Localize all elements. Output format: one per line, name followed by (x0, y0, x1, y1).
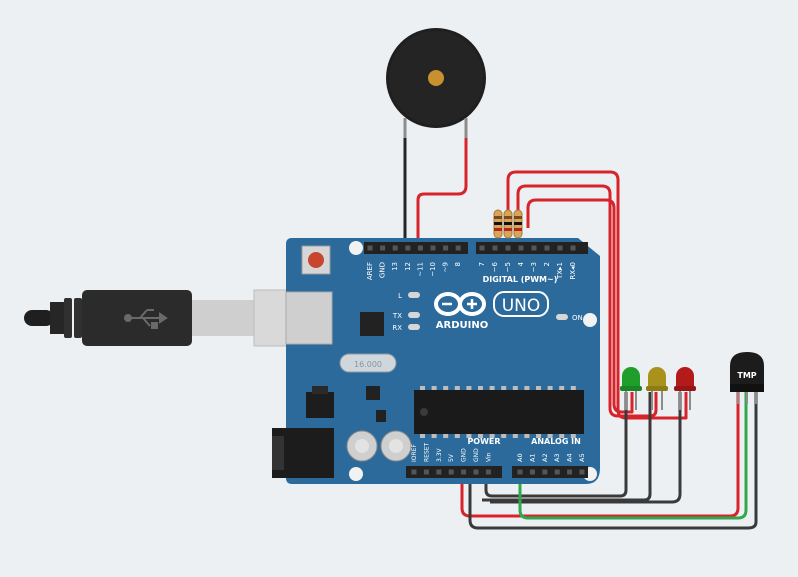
digital-pin-label: AREF (366, 262, 374, 280)
arduino-uno-board[interactable]: 16.000 L TX RX ON ARDUINO UNO (272, 238, 600, 484)
digital-pin-label: RX◂0 (569, 262, 577, 280)
power-pin-label: GND (473, 448, 480, 462)
crystal-oscillator (339, 353, 397, 373)
wire-buzzer-13 (416, 136, 468, 248)
digital-pin-label: ~5 (504, 262, 512, 272)
wire-tmp-5v (460, 392, 740, 518)
power-header[interactable] (406, 466, 502, 478)
analog-pin-label: A2 (541, 453, 549, 462)
led-tx-label: TX (392, 312, 402, 320)
power-pin-label: Vin (485, 452, 492, 462)
svg-text:16.000: 16.000 (354, 360, 382, 369)
led-l-label: L (398, 292, 402, 300)
power-pin-label: RESET (423, 442, 430, 462)
analog-header-label: ANALOG IN (531, 437, 581, 446)
reset-button[interactable] (301, 245, 331, 275)
digital-pin-label: ~11 (416, 262, 424, 277)
wire-pin5-green-led (526, 198, 634, 414)
wire-tmp-a0 (518, 392, 748, 520)
digital-pin-label: ~9 (442, 262, 450, 272)
power-jack (272, 428, 334, 478)
resistor-3 (513, 209, 523, 239)
analog-pin-label: A5 (578, 453, 586, 462)
power-pin-label: 5V (448, 453, 455, 462)
led-yellow (646, 367, 668, 410)
leds[interactable] (620, 367, 696, 410)
digital-pin-label: 8 (454, 262, 462, 266)
arduino-logo-icon (434, 292, 486, 316)
digital-header-label: DIGITAL (PWM~) (483, 275, 558, 284)
digital-pin-label: TX▸1 (556, 262, 564, 280)
digital-pin-label: 2 (543, 262, 551, 266)
usb-chip (360, 312, 384, 336)
resistors[interactable] (493, 209, 523, 239)
digital-pin-label: ~6 (491, 261, 499, 272)
led-on-label: ON (572, 314, 583, 322)
wires (403, 136, 758, 530)
digital-pin-labels: AREF GND 13 12 ~11 ~10 ~9 8 7 ~6 ~5 4 ~3 2 TX▸1 RX◂0 (366, 261, 577, 280)
wire-tmp-gnd (468, 392, 758, 530)
digital-pin-label: 4 (517, 261, 525, 266)
wire-red-led-gnd (490, 392, 682, 504)
power-pin-label: GND (461, 448, 468, 462)
bottom-pin-labels: IOREF RESET 3.3V 5V GND GND Vin A0 A1 A2 A3 A4 A5 (411, 442, 586, 462)
digital-header[interactable] (364, 242, 588, 254)
usb-port (285, 291, 333, 345)
voltage-regulator (306, 392, 334, 418)
led-rx-label: RX (392, 324, 402, 332)
temperature-sensor[interactable]: TMP (730, 352, 764, 404)
power-pin-label: IOREF (411, 444, 418, 462)
usb-symbol-icon (124, 309, 168, 329)
led-green (620, 367, 642, 410)
piezo-buzzer[interactable] (386, 28, 486, 138)
brand-label: ARDUINO (436, 320, 488, 331)
wire-pin6-yellow-led (516, 184, 658, 418)
small-chip (366, 386, 380, 400)
digital-pin-label: 12 (404, 262, 412, 271)
digital-pin-label: 7 (478, 262, 486, 266)
wire-green-led-gnd (484, 392, 628, 498)
analog-pin-label: A1 (528, 453, 536, 462)
analog-pin-label: A4 (566, 453, 574, 462)
wire-yellow-led-gnd (482, 392, 652, 502)
sensor-label: TMP (737, 371, 756, 380)
power-pin-label: 3.3V (436, 447, 443, 462)
model-label: UNO (502, 296, 541, 316)
led-red (674, 367, 696, 410)
status-leds (408, 292, 568, 330)
digital-pin-label: 13 (391, 262, 399, 271)
digital-pin-label: ~3 (530, 262, 538, 272)
digital-pin-label: ~10 (429, 262, 437, 277)
analog-header[interactable] (512, 466, 588, 478)
capacitors (346, 430, 412, 462)
analog-pin-label: A0 (516, 453, 524, 462)
analog-pin-label: A3 (553, 453, 561, 462)
resistor-1 (493, 209, 503, 239)
digital-pin-label: GND (379, 262, 387, 278)
resistor-2 (503, 209, 513, 239)
atmega-chip (414, 386, 584, 438)
power-header-label: POWER (467, 437, 500, 446)
